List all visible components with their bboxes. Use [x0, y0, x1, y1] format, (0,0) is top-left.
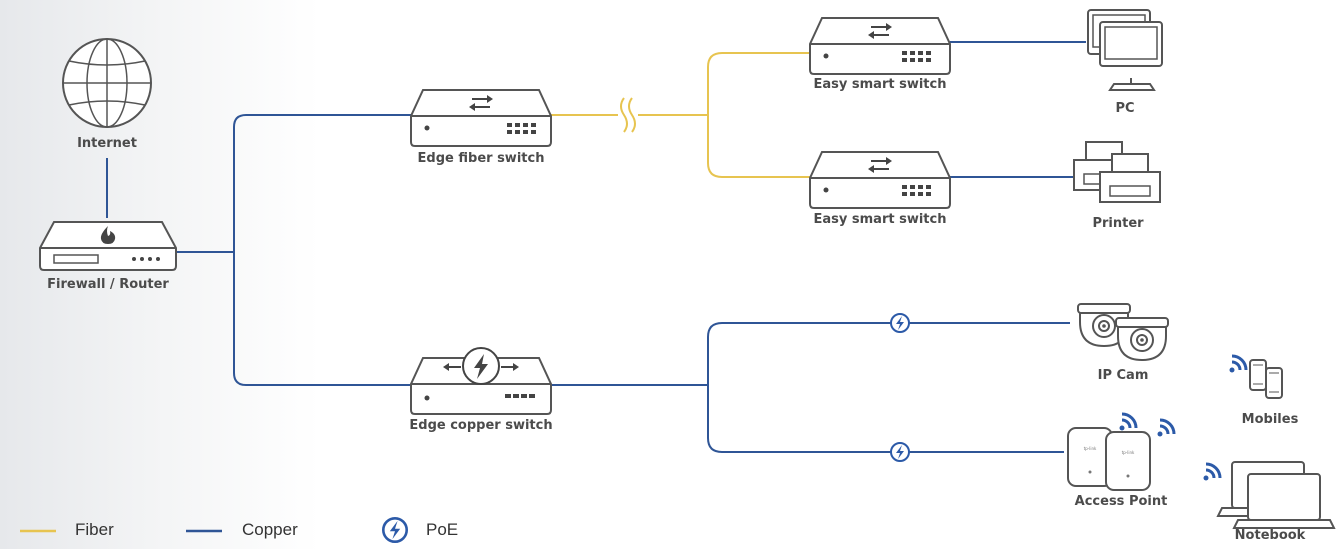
mobiles-icon	[1228, 354, 1283, 399]
label-edge-fiber-switch: Edge fiber switch	[417, 151, 545, 166]
firewall-router-icon	[39, 221, 177, 271]
poe-icon	[890, 313, 910, 333]
label-pc: PC	[1115, 101, 1135, 116]
notebook-icon	[1202, 461, 1335, 529]
link-firewall-trunk	[176, 114, 413, 386]
link-copper-poe	[551, 313, 1070, 462]
link-fiber	[551, 52, 810, 178]
legend-fiber-label: Fiber	[75, 520, 114, 539]
legend-poe-label: PoE	[426, 520, 459, 539]
label-edge-copper-switch: Edge copper switch	[409, 418, 553, 433]
wifi-icon	[1202, 462, 1222, 482]
label-firewall-router: Firewall / Router	[47, 277, 169, 292]
label-printer: Printer	[1092, 216, 1144, 231]
label-ip-cam: IP Cam	[1097, 368, 1149, 383]
edge-copper-switch-icon	[410, 347, 552, 415]
legend-copper-label: Copper	[242, 520, 298, 539]
label-notebook: Notebook	[1234, 528, 1306, 543]
label-easy-smart-switch-1: Easy smart switch	[813, 77, 947, 92]
pc-icon	[1087, 9, 1163, 91]
wifi-icon	[1156, 418, 1176, 438]
label-mobiles: Mobiles	[1241, 412, 1299, 427]
printer-icon	[1073, 141, 1161, 203]
globe-icon	[62, 38, 152, 128]
poe-icon	[890, 442, 910, 462]
wifi-icon	[1118, 412, 1138, 432]
label-easy-smart-switch-2: Easy smart switch	[813, 212, 947, 227]
edge-fiber-switch-icon	[410, 89, 552, 147]
easy-smart-switch-icon	[809, 17, 951, 75]
legend-poe-icon	[381, 516, 409, 544]
ip-cam-icon	[1077, 303, 1169, 361]
wifi-icon	[1228, 354, 1248, 374]
easy-smart-switch-icon	[809, 151, 951, 209]
access-point-icon	[1067, 412, 1176, 491]
label-internet: Internet	[77, 136, 137, 151]
label-access-point: Access Point	[1074, 494, 1168, 509]
